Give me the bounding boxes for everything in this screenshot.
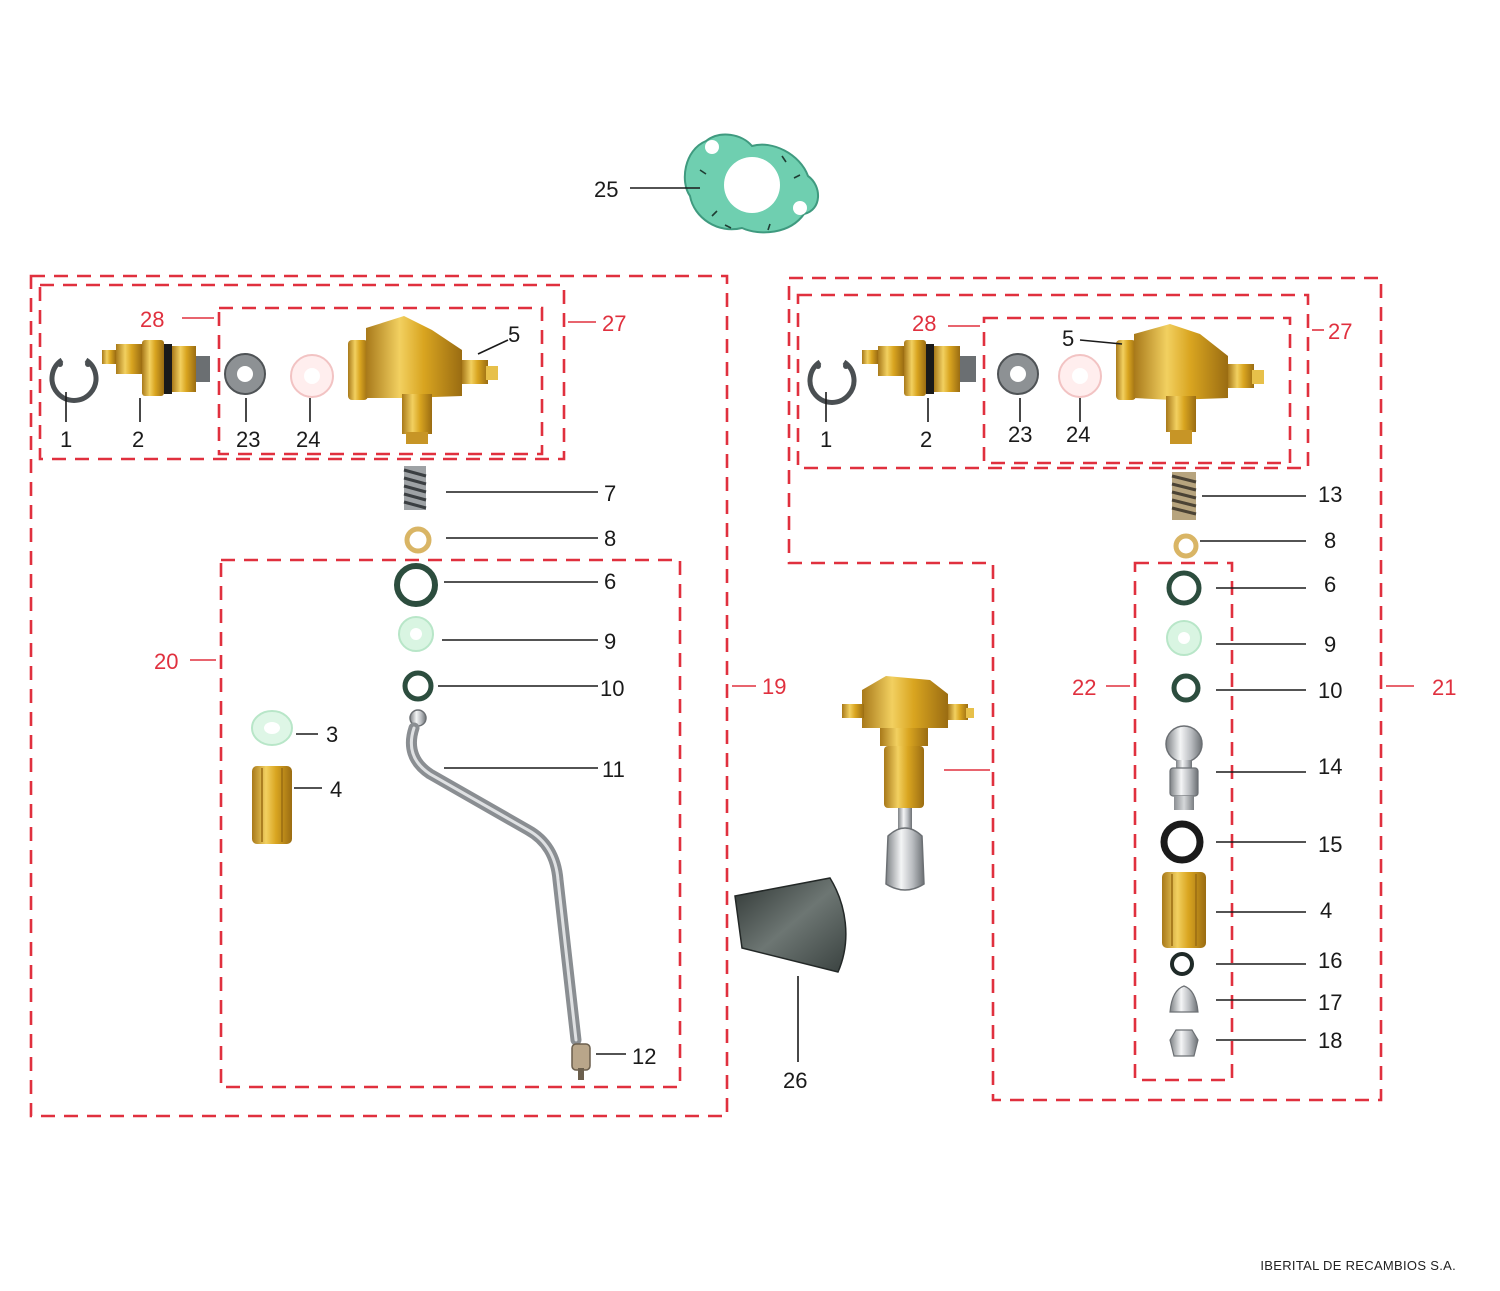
part-number-24-left: 24 — [296, 427, 320, 452]
part-number-11: 11 — [602, 757, 625, 782]
part-number-3: 3 — [326, 722, 338, 747]
assembly-28-box-left — [217, 306, 544, 456]
assembly-20-box — [219, 558, 682, 1089]
o-ring-10-part-right — [1171, 673, 1201, 703]
part-number-10-right: 10 — [1318, 678, 1342, 703]
circlip-1-part-right — [807, 359, 857, 405]
spring-7-part-left — [403, 466, 427, 510]
o-ring-15-part-right — [1160, 820, 1204, 864]
part-number-15: 15 — [1318, 832, 1342, 857]
part-number-2-left: 2 — [132, 427, 144, 452]
assembly-22-box — [1133, 561, 1234, 1082]
part-number-1-left: 1 — [60, 427, 72, 452]
nozzle-17-part-right — [1169, 985, 1199, 1013]
tip-12-part-left — [571, 1043, 591, 1080]
assembly-number-28-right: 28 — [912, 311, 936, 336]
assembly-number-19: 19 — [762, 674, 786, 699]
part-number-9-right: 9 — [1324, 632, 1336, 657]
tee-body-5-part-left — [348, 316, 498, 444]
o-ring-10-part-left — [402, 670, 434, 702]
washer-8-part-left — [404, 526, 432, 554]
nut-4-part-right — [1162, 872, 1206, 948]
part-number-5-right: 5 — [1062, 326, 1074, 351]
ball-joint-14-part-right — [1165, 725, 1203, 810]
part-number-17: 17 — [1318, 990, 1342, 1015]
bush-9-part-right — [1166, 620, 1202, 656]
assembly-19-box — [29, 274, 729, 1118]
part-number-8-right: 8 — [1324, 528, 1336, 553]
assembly-27-box-left — [38, 283, 566, 461]
steam-wand-11-part-left — [405, 709, 582, 1046]
bush-9-part-left — [398, 616, 434, 652]
part-number-10-left: 10 — [600, 676, 624, 701]
assembly-number-27-right: 27 — [1328, 319, 1352, 344]
part-number-18: 18 — [1318, 1028, 1342, 1053]
o-ring-16-part-right — [1170, 952, 1194, 976]
o-ring-6-part-right — [1166, 570, 1202, 606]
spring-13-part-right — [1171, 472, 1197, 520]
part-number-23-right: 23 — [1008, 422, 1032, 447]
part-number-5-left: 5 — [508, 322, 520, 347]
assembly-number-28-left: 28 — [140, 307, 164, 332]
part-number-6-left: 6 — [604, 569, 616, 594]
gasket-25-part — [683, 133, 819, 234]
circlip-1-part-left — [49, 357, 99, 403]
part-number-24-right: 24 — [1066, 422, 1090, 447]
nut-4-part-left — [252, 766, 292, 844]
tee-body-5-part-right — [1116, 324, 1264, 444]
assembly-27-box-right — [796, 293, 1310, 470]
assembly-number-20: 20 — [154, 649, 178, 674]
seal-3-part-left — [251, 710, 293, 746]
company-footer: IBERITAL DE RECAMBIOS S.A. — [1260, 1258, 1456, 1273]
part-number-14: 14 — [1318, 754, 1342, 779]
valve-cartridge-2-part-right — [862, 340, 976, 396]
part-number-13: 13 — [1318, 482, 1342, 507]
assembly-number-27-left: 27 — [602, 311, 626, 336]
part-number-4-left: 4 — [330, 777, 342, 802]
part-number-1-right: 1 — [820, 427, 832, 452]
blade-26-part — [734, 877, 847, 973]
o-ring-6-part-left — [394, 563, 438, 607]
seal-24-part-right — [1058, 354, 1102, 398]
part-number-12: 12 — [632, 1044, 656, 1069]
leader-lines — [65, 187, 1414, 1062]
washer-23-part-left — [224, 353, 266, 395]
part-number-8-left: 8 — [604, 526, 616, 551]
part-number-25: 25 — [594, 177, 618, 202]
seal-24-part-left — [290, 354, 334, 398]
part-number-7: 7 — [604, 481, 616, 506]
part-number-16: 16 — [1318, 948, 1342, 973]
washer-8-part-right — [1173, 533, 1199, 559]
tip-nut-18-part-right — [1169, 1029, 1199, 1057]
part-number-2-right: 2 — [920, 427, 932, 452]
part-number-23-left: 23 — [236, 427, 260, 452]
part-number-26: 26 — [783, 1068, 807, 1093]
assembly-number-21: 21 — [1432, 675, 1456, 700]
washer-23-part-right — [997, 353, 1039, 395]
part-number-9-left: 9 — [604, 629, 616, 654]
assembled-valve-part — [842, 676, 974, 891]
assembly-number-22: 22 — [1072, 675, 1096, 700]
assembly-21-box — [787, 276, 1383, 1102]
part-number-4-right: 4 — [1320, 898, 1332, 923]
valve-cartridge-2-part-left — [102, 340, 210, 396]
part-number-6-right: 6 — [1324, 572, 1336, 597]
assembly-28-box-right — [982, 316, 1292, 465]
